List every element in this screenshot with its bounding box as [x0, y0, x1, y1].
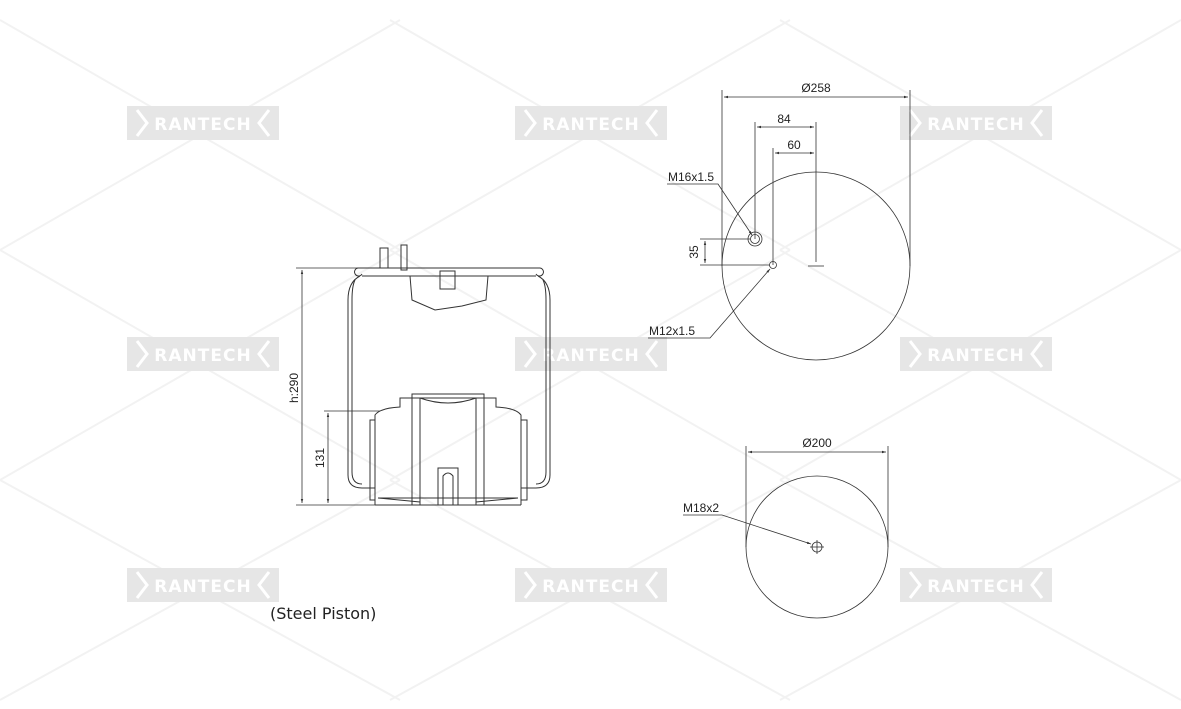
offset-35-label: 35: [687, 245, 701, 259]
piston-height-label: 131: [313, 448, 327, 468]
thread-m18-label: M18x2: [683, 501, 719, 515]
piston-caption: (Steel Piston): [270, 604, 377, 623]
diameter-200-label: Ø200: [802, 436, 832, 450]
watermark-logo: RANTECH: [127, 106, 279, 140]
top-view: [648, 90, 911, 361]
watermarks: RANTECH: [125, 104, 1054, 604]
diameter-258-label: Ø258: [801, 81, 831, 95]
offset-60-label: 60: [787, 138, 801, 152]
bottom-view: [683, 446, 889, 619]
side-dimensions: [296, 267, 380, 506]
offset-84-label: 84: [777, 112, 791, 126]
svg-text:RANTECH: RANTECH: [154, 115, 251, 135]
side-view: [347, 244, 551, 506]
thread-m16-label: M16x1.5: [668, 170, 714, 184]
height-label: h:290: [287, 373, 301, 403]
thread-m12-label: M12x1.5: [649, 324, 695, 338]
